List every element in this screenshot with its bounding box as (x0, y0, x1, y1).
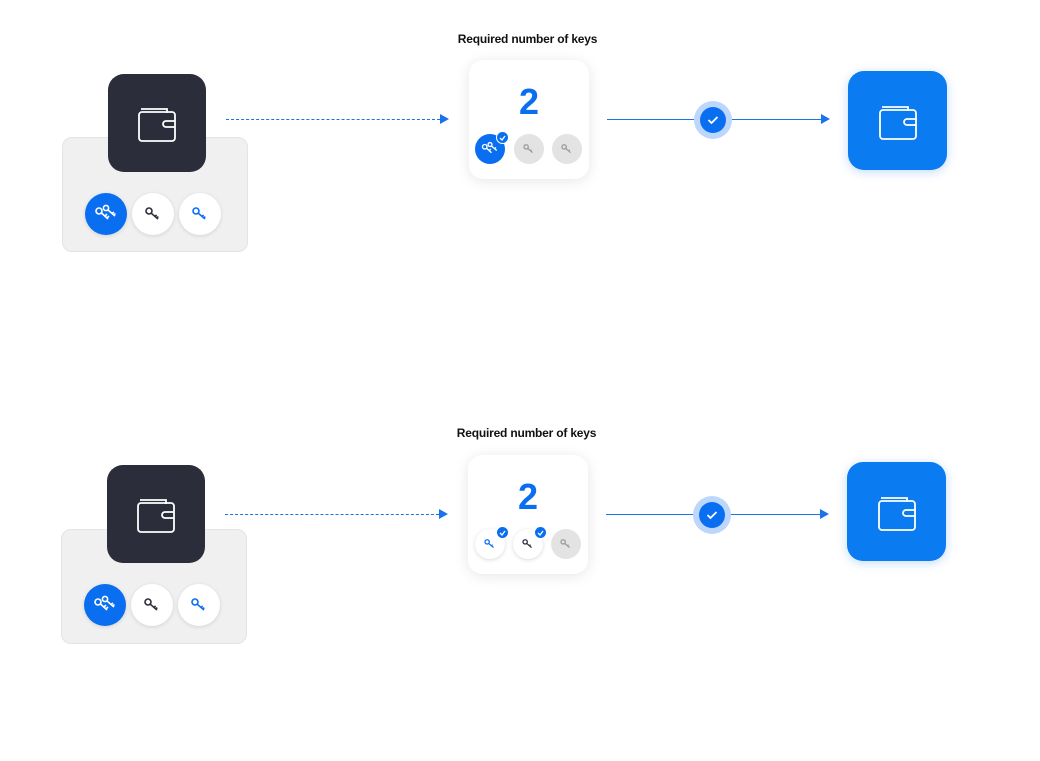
signing-flow-row-2: Required number of keys 2 (0, 394, 1040, 694)
key-icon (560, 539, 570, 549)
arrow-head-icon (440, 114, 449, 124)
target-wallet (847, 462, 946, 561)
key-icon (145, 207, 159, 220)
multi-key-icon (481, 141, 498, 154)
arrow-head-icon (820, 509, 829, 519)
signed-badge (496, 131, 509, 144)
required-key-3 (551, 529, 581, 559)
check-icon (707, 116, 719, 125)
wallet-icon (877, 496, 916, 531)
required-keys-count: 2 (518, 81, 540, 122)
key-icon (523, 144, 533, 154)
required-keys-card: 2 (468, 455, 588, 574)
confirmation-marker (694, 101, 732, 139)
key-icon (144, 598, 158, 611)
target-wallet (848, 71, 947, 170)
required-key-1 (475, 526, 509, 559)
signed-badge (496, 526, 509, 539)
check-icon (537, 530, 544, 536)
required-key-2 (514, 134, 544, 164)
key-button-blue[interactable] (178, 584, 220, 626)
wallet-icon (137, 499, 175, 533)
required-key-3 (552, 134, 582, 164)
required-key-1 (475, 131, 509, 164)
key-button-blue[interactable] (179, 193, 221, 235)
wallet-icon (138, 108, 176, 142)
check-icon (706, 511, 718, 520)
check-icon (499, 135, 506, 141)
source-wallet (107, 465, 205, 563)
dashed-arrow-line (225, 514, 439, 515)
required-keys-count: 2 (517, 476, 539, 517)
key-icon (192, 207, 206, 220)
multi-key-icon (94, 595, 115, 611)
required-keys-heading: Required number of keys (457, 32, 598, 46)
key-icon (522, 539, 532, 549)
key-icon (561, 144, 571, 154)
key-icon (191, 598, 205, 611)
multi-key-button[interactable] (85, 193, 127, 235)
multi-key-icon (95, 204, 116, 220)
key-button-dark[interactable] (132, 193, 174, 235)
confirmation-marker (693, 496, 731, 534)
required-key-2 (513, 526, 547, 559)
source-wallet (108, 74, 206, 172)
arrow-head-icon (821, 114, 830, 124)
signed-badge (534, 526, 547, 539)
dashed-arrow-line (226, 119, 440, 120)
signing-flow-row-1: Required number of keys 2 (0, 0, 1040, 300)
check-icon (499, 530, 506, 536)
multi-key-button[interactable] (84, 584, 126, 626)
required-keys-heading: Required number of keys (456, 426, 597, 440)
required-keys-card: 2 (469, 60, 589, 179)
wallet-icon (878, 105, 917, 140)
key-button-dark[interactable] (131, 584, 173, 626)
key-icon (484, 539, 494, 549)
arrow-head-icon (439, 509, 448, 519)
